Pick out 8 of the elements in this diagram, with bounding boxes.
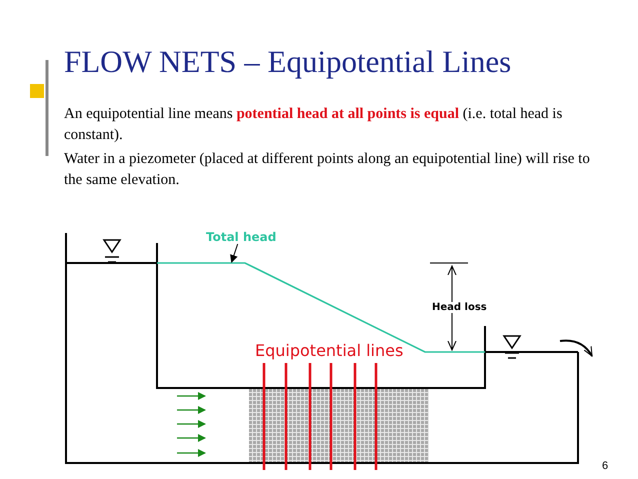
annotation-label: Equipotential lines bbox=[255, 341, 404, 360]
annotation-label: Total head bbox=[206, 230, 276, 244]
slide-title: FLOW NETS – Equipotential Lines bbox=[64, 44, 512, 80]
paragraph: An equipotential line means potential head at all points is equal (i.e. total head is constant). bbox=[64, 105, 564, 145]
page-number: 6 bbox=[602, 460, 608, 472]
dimension-label: Head loss bbox=[432, 302, 487, 313]
paragraph: Water in a piezometer (placed at different points along an equipotential line) will rise to the same elevation. bbox=[64, 150, 591, 190]
leader-line bbox=[230, 244, 238, 263]
